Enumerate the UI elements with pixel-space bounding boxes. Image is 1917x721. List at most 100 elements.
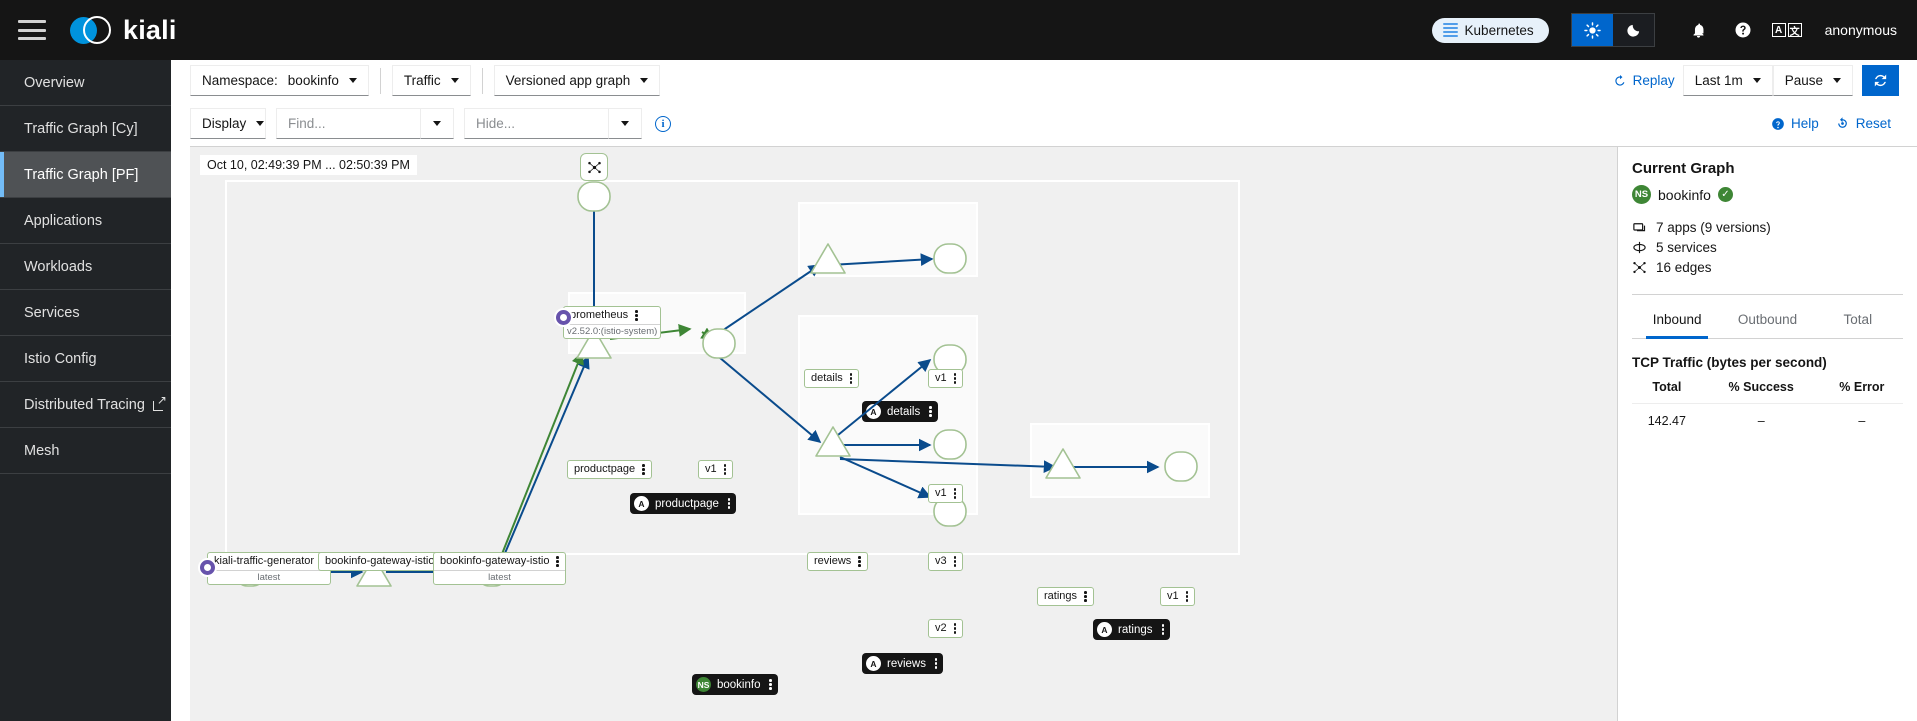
namespace-selector[interactable]: Namespace: bookinfo xyxy=(190,65,369,96)
graph-nodes xyxy=(233,181,1198,587)
sun-icon[interactable] xyxy=(1571,14,1613,46)
duration-label: Last 1m xyxy=(1694,73,1743,88)
find-input-field[interactable] xyxy=(288,116,409,131)
reset-label: Reset xyxy=(1855,116,1891,131)
node-kebab-icon[interactable] xyxy=(633,309,640,322)
tab-inbound[interactable]: Inbound xyxy=(1632,299,1722,339)
node-label-ratings-service[interactable]: ratings xyxy=(1037,587,1094,606)
graph-and-panel: Oct 10, 02:49:39 PM ... 02:50:39 PM xyxy=(171,146,1917,721)
node-label-productpage-v1[interactable]: v1 xyxy=(698,460,734,479)
language-icon[interactable]: A 文 xyxy=(1765,10,1809,50)
panel-stats: 7 apps (9 versions) 5 services xyxy=(1632,220,1903,295)
cluster-chip[interactable]: Kubernetes xyxy=(1431,17,1549,43)
graph-toolbar-primary: Namespace: bookinfo Traffic Versioned ap… xyxy=(171,60,1917,101)
app-badge-productpage[interactable]: A productpage xyxy=(630,493,737,514)
app-badge-details[interactable]: A details xyxy=(862,401,938,422)
refresh-interval-selector[interactable]: Pause xyxy=(1772,65,1853,96)
sidebar-item-overview[interactable]: Overview xyxy=(0,60,171,106)
tab-total[interactable]: Total xyxy=(1813,299,1903,338)
node-label-details-v1[interactable]: v1 xyxy=(928,369,964,388)
node-label-text: v3 xyxy=(935,555,947,568)
table-header-error: % Error xyxy=(1820,376,1903,404)
node-kebab-icon[interactable] xyxy=(640,463,647,476)
app-badge-initial: A xyxy=(866,656,881,671)
node-kebab-icon[interactable] xyxy=(856,555,863,568)
badge-kebab-icon[interactable] xyxy=(727,498,731,509)
sidebar-item-distributed-tracing[interactable]: Distributed Tracing xyxy=(0,382,171,428)
hamburger-menu-icon[interactable] xyxy=(18,20,46,40)
node-kebab-icon[interactable] xyxy=(952,555,959,568)
sidebar-item-workloads[interactable]: Workloads xyxy=(0,244,171,290)
node-label-reviews-v1[interactable]: v1 xyxy=(928,484,964,503)
badge-kebab-icon[interactable] xyxy=(769,679,772,690)
node-details-v1 xyxy=(933,243,967,274)
history-icon xyxy=(1614,74,1625,86)
sidebar-item-mesh[interactable]: Mesh xyxy=(0,428,171,474)
help-button[interactable]: Help xyxy=(1763,116,1827,131)
hide-input-field[interactable] xyxy=(476,116,597,131)
badge-kebab-icon[interactable] xyxy=(929,406,932,417)
moon-icon[interactable] xyxy=(1612,14,1654,46)
sidebar-item-services[interactable]: Services xyxy=(0,290,171,336)
theme-toggle[interactable] xyxy=(1570,13,1655,47)
node-label-reviews-v2[interactable]: v2 xyxy=(928,619,964,638)
reset-button[interactable]: Reset xyxy=(1827,116,1899,131)
namespace-badge-bookinfo[interactable]: NS bookinfo xyxy=(692,674,778,695)
node-label-reviews-v3[interactable]: v3 xyxy=(928,552,964,571)
chevron-down-icon xyxy=(640,78,649,83)
node-kebab-icon[interactable] xyxy=(848,372,855,385)
namespace-badge-label: bookinfo xyxy=(717,678,761,691)
sidebar-item-traffic-graph-pf[interactable]: Traffic Graph [PF] xyxy=(0,152,171,198)
node-label-bookinfo-gateway-service[interactable]: bookinfo-gateway-istio xyxy=(318,552,452,571)
node-label-prometheus[interactable]: prometheus v2.52.0:(istio-system) xyxy=(563,306,662,339)
node-kebab-icon[interactable] xyxy=(952,622,959,635)
display-menu-button[interactable]: Display xyxy=(190,108,266,139)
node-label-ratings-v1[interactable]: v1 xyxy=(1160,587,1196,606)
replay-button[interactable]: Replay xyxy=(1605,73,1683,88)
node-label-bookinfo-gateway-workload[interactable]: bookinfo-gateway-istio latest xyxy=(433,552,567,585)
sidebar-item-applications[interactable]: Applications xyxy=(0,198,171,244)
node-kebab-icon[interactable] xyxy=(722,463,729,476)
masthead-actions: Kubernetes xyxy=(1431,10,1917,50)
node-kebab-icon[interactable] xyxy=(952,487,959,500)
node-label-details-service[interactable]: details xyxy=(804,369,860,388)
badge-kebab-icon[interactable] xyxy=(934,658,938,669)
badge-kebab-icon[interactable] xyxy=(1161,624,1165,635)
bell-icon[interactable] xyxy=(1677,10,1721,50)
sidebar-item-traffic-graph-cy[interactable]: Traffic Graph [Cy] xyxy=(0,106,171,152)
node-kebab-icon[interactable] xyxy=(1082,590,1089,603)
find-input[interactable] xyxy=(276,108,421,139)
language-latin-glyph: A xyxy=(1771,23,1786,37)
app-badge-label: productpage xyxy=(655,497,719,510)
hide-dropdown-button[interactable] xyxy=(609,108,642,139)
node-label-text: ratings xyxy=(1044,590,1078,603)
node-label-kiali-traffic-generator[interactable]: kiali-traffic-generator latest xyxy=(207,552,331,585)
brand-logo[interactable]: kiali xyxy=(70,15,177,46)
find-dropdown-button[interactable] xyxy=(421,108,454,139)
graph-type-selector[interactable]: Versioned app graph xyxy=(493,65,661,96)
question-circle-icon[interactable] xyxy=(1721,10,1765,50)
tab-outbound[interactable]: Outbound xyxy=(1722,299,1812,338)
refresh-button[interactable] xyxy=(1862,65,1899,96)
user-menu[interactable]: anonymous xyxy=(1824,22,1897,38)
prometheus-node-badge xyxy=(554,308,573,327)
refresh-interval-label: Pause xyxy=(1784,73,1823,88)
main-content: Namespace: bookinfo Traffic Versioned ap… xyxy=(171,60,1917,721)
node-label-productpage-service[interactable]: productpage xyxy=(567,460,652,479)
duration-selector[interactable]: Last 1m xyxy=(1682,65,1773,96)
sidebar-item-label: Workloads xyxy=(24,258,93,275)
node-kebab-icon[interactable] xyxy=(1184,590,1191,603)
traffic-selector[interactable]: Traffic xyxy=(391,65,471,96)
panel-namespace-row: NS bookinfo ✓ xyxy=(1632,185,1903,204)
topology-icon[interactable] xyxy=(580,153,608,181)
info-circle-icon[interactable]: i xyxy=(655,115,671,132)
traffic-graph-canvas[interactable]: Oct 10, 02:49:39 PM ... 02:50:39 PM xyxy=(190,146,1617,721)
app-badge-ratings[interactable]: A ratings xyxy=(1093,619,1171,640)
sidebar-item-istio-config[interactable]: Istio Config xyxy=(0,336,171,382)
hide-input[interactable] xyxy=(464,108,609,139)
node-kebab-icon[interactable] xyxy=(952,372,959,385)
app-badge-reviews[interactable]: A reviews xyxy=(862,653,944,674)
node-prometheus-shape xyxy=(577,181,611,212)
node-kebab-icon[interactable] xyxy=(554,555,561,568)
node-label-reviews-service[interactable]: reviews xyxy=(807,552,868,571)
